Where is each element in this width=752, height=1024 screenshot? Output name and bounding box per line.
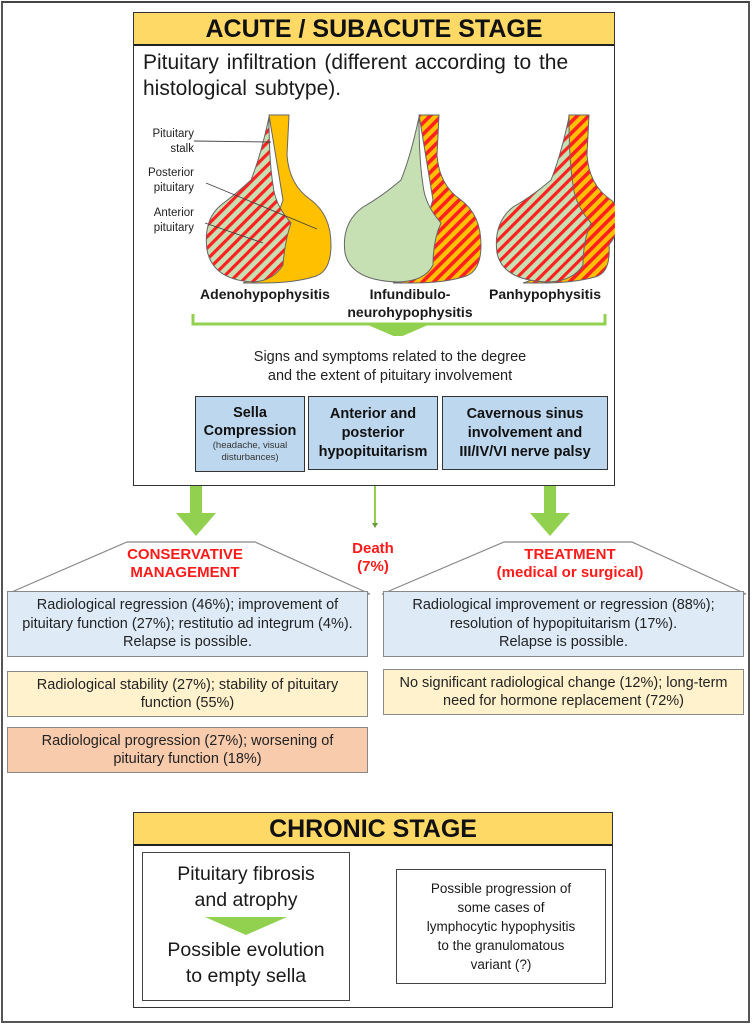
- anterior-pituitary-shape: [343, 116, 442, 283]
- subtype-infundibulo-neurohypophysitis: Infundibulo- neurohypophysitis: [347, 286, 473, 320]
- anterior-pituitary-shape: [205, 116, 292, 283]
- acute-stage-title: ACUTE / SUBACUTE STAGE: [134, 13, 614, 46]
- infundibulo-neurohypophysitis-diagram: [343, 114, 482, 284]
- label-posterior-pituitary: Posterior pituitary: [147, 167, 194, 194]
- panhypophysitis-diagram: [495, 114, 615, 284]
- bracket-arrow-icon: [368, 325, 428, 336]
- evolution-arrow-icon: [205, 917, 287, 935]
- conservative-result-progression: Radiological progression (27%); worsenin…: [7, 727, 368, 773]
- signs-symptoms-text: Signs and symptoms related to the degree…: [253, 349, 527, 384]
- chronic-granulomatous-box: Possible progression of some cases of ly…: [396, 869, 606, 984]
- sign-box-hypopituitarism: Anterior and posterior hypopituitarism: [308, 396, 438, 470]
- conservative-result-stability: Radiological stability (27%); stability …: [7, 671, 368, 717]
- label-pituitary-stalk: Pituitary stalk: [152, 128, 194, 155]
- adenohypophysitis-diagram: [193, 114, 332, 284]
- pituitary-illustrations: [193, 114, 615, 284]
- death-label: Death (7%): [352, 540, 394, 575]
- treatment-result-improvement: Radiological improvement or regression (…: [383, 591, 744, 657]
- arrow-conservative-icon: [176, 486, 216, 536]
- chronic-stage-title: CHRONIC STAGE: [134, 813, 612, 846]
- subtype-adenohypophysitis: Adenohypophysitis: [200, 286, 330, 302]
- chronic-fibrosis-box: Pituitary fibrosis and atrophy Possible …: [142, 852, 350, 1001]
- conservative-result-regression: Radiological regression (46%); improveme…: [7, 591, 368, 657]
- label-anterior-pituitary: Anterior pituitary: [153, 207, 194, 234]
- treatment-title: TREATMENT (medical or surgical): [496, 546, 644, 581]
- green-bracket: [191, 314, 607, 336]
- outcome-arrows: [176, 486, 570, 536]
- subtype-panhypophysitis: Panhypophysitis: [488, 286, 602, 302]
- arrow-death-icon: [372, 486, 378, 528]
- sign-box-cavernous-sinus: Cavernous sinus involvement and III/IV/V…: [442, 396, 608, 470]
- treatment-result-no-change: No significant radiological change (12%)…: [383, 669, 744, 715]
- arrow-treatment-icon: [530, 486, 570, 536]
- sign-box-sella-compression: Sella Compression (headache, visual dist…: [195, 396, 305, 472]
- conservative-management-title: CONSERVATIVE MANAGEMENT: [127, 546, 243, 581]
- anterior-pituitary-shape: [495, 116, 592, 283]
- acute-stage-intro: Pituitary infiltration (different accord…: [143, 51, 569, 100]
